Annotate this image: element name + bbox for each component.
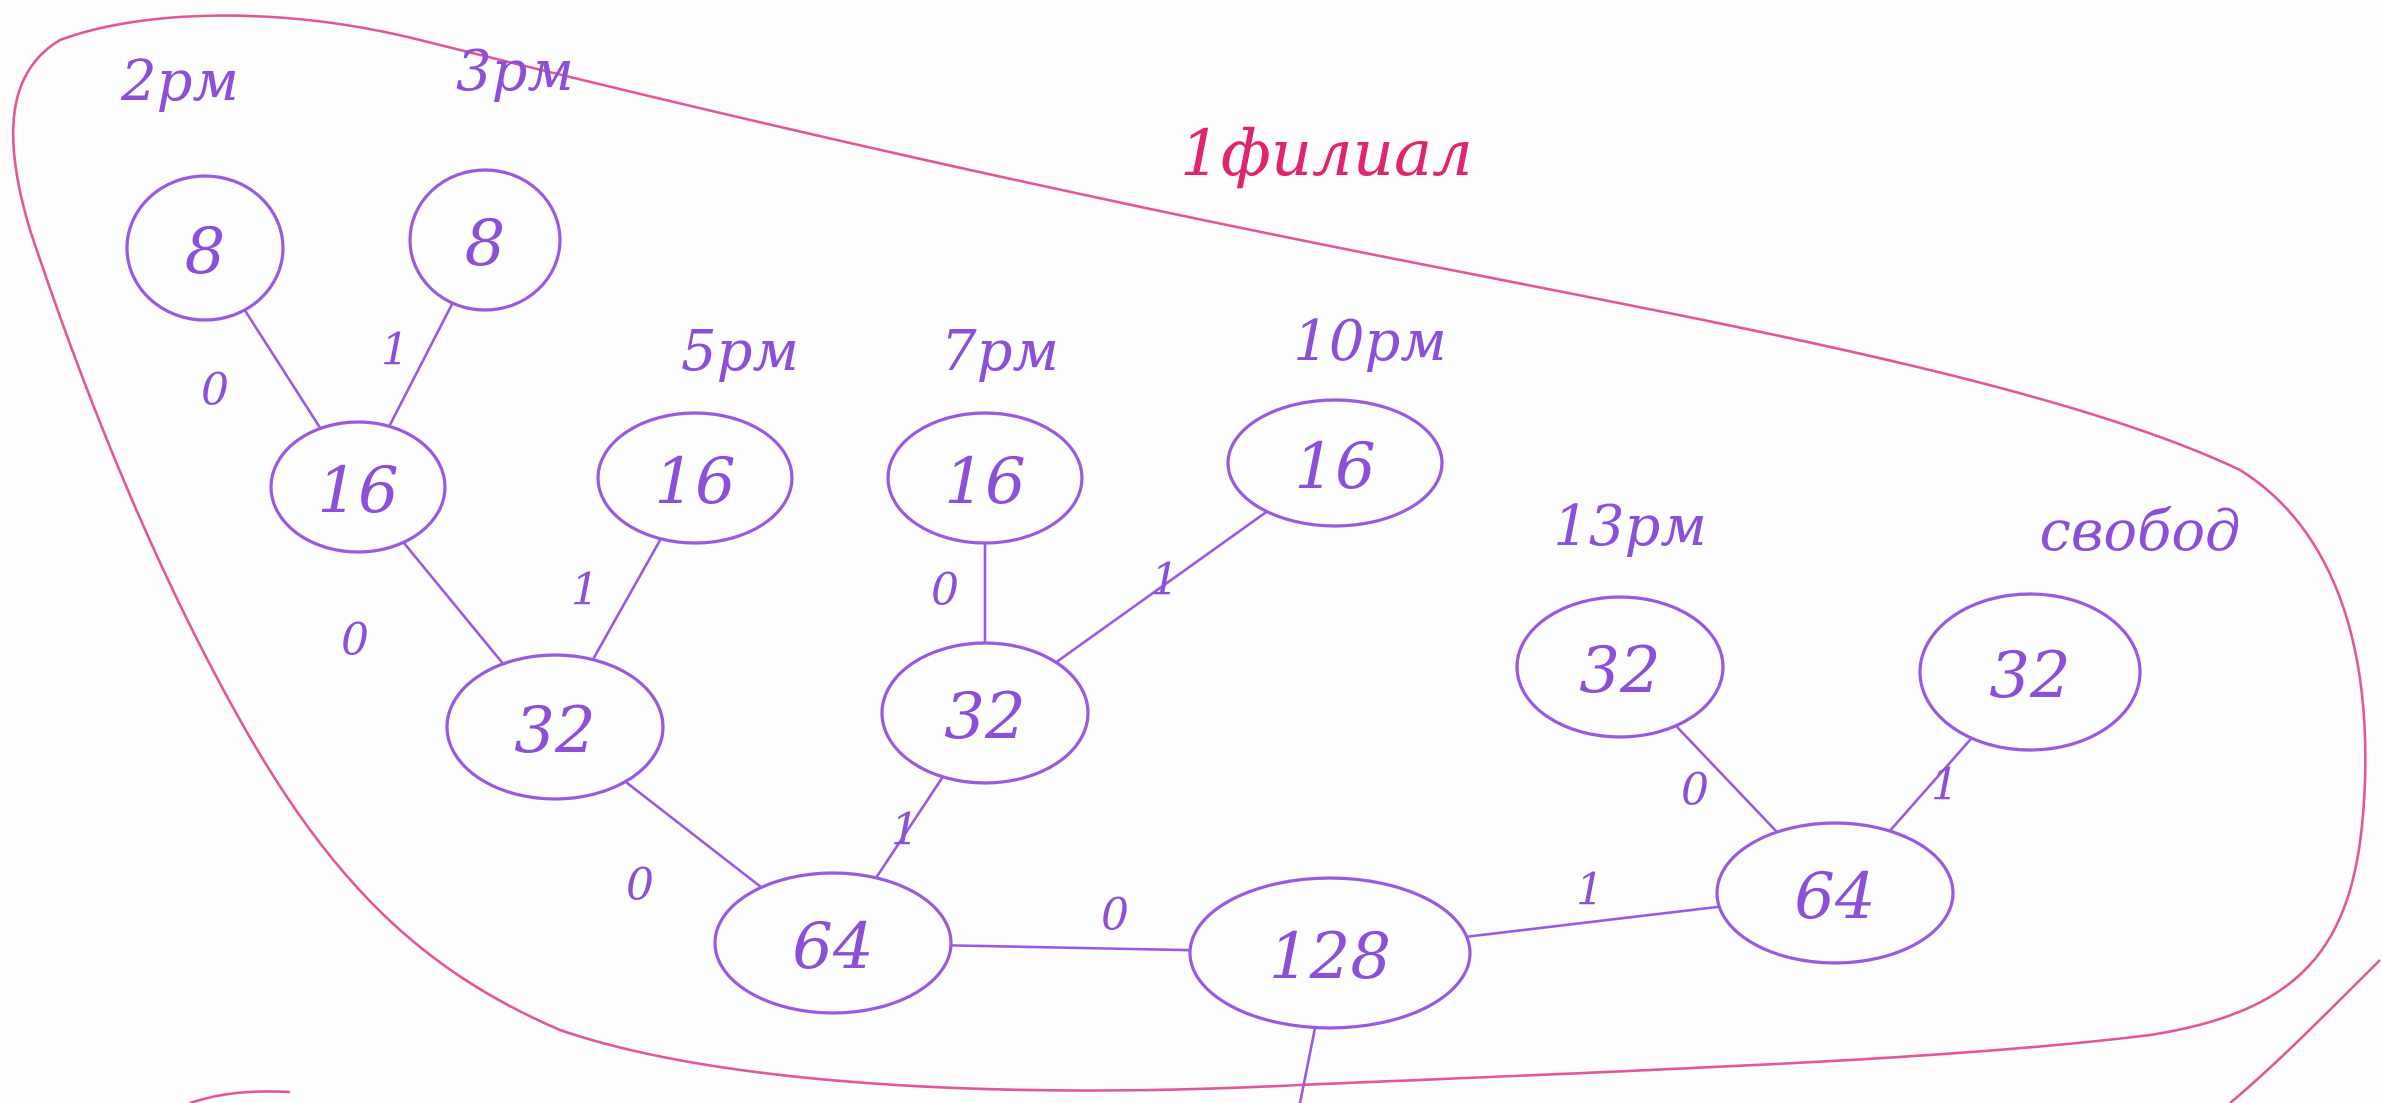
tree-node-n32b: 32 (880, 641, 1090, 785)
tree-node-n16b: 16 (596, 411, 794, 545)
node-value: 16 (1294, 430, 1375, 504)
tree-node-n8b: 8 (408, 168, 562, 312)
labels-layer: 2рм 3рм 5рм 7рм 10рм 13рм свобод (120, 39, 2240, 564)
node-circle (880, 641, 1090, 785)
node-label-n16c: 7рм (941, 319, 1059, 384)
nodes-layer: 8 8 16 16 16 16 32 32 32 32 64 64 128 (125, 168, 2142, 1030)
tree-node-n8a: 8 (125, 174, 285, 322)
node-label-n16d: 10рм (1293, 309, 1447, 374)
edge-n32d-n64b (1888, 736, 1973, 833)
edge-n32b-n64a (874, 775, 945, 880)
node-circle (1188, 876, 1472, 1030)
edge-n8a-n16a (243, 308, 322, 430)
edge-bit-label: 0 (626, 860, 654, 911)
node-value: 128 (1269, 920, 1391, 994)
node-value: 64 (1794, 860, 1875, 934)
tree-node-n16c: 16 (886, 411, 1084, 545)
node-circle (1515, 595, 1725, 739)
node-value: 16 (944, 445, 1025, 519)
node-circle (1715, 821, 1955, 965)
region-layer (11, 14, 2381, 1103)
tree-node-n16d: 16 (1226, 398, 1444, 528)
node-value: 32 (944, 680, 1025, 754)
edge-n32a-n64a (624, 780, 763, 889)
tree-node-n128: 128 (1188, 876, 1472, 1030)
edge-n16a-n32a (402, 541, 505, 666)
edge-n16b-n32a (591, 537, 663, 661)
edge-bit-label: 1 (1576, 865, 1604, 916)
edge-bit-label: 0 (1681, 765, 1709, 816)
edge-bit-label: 0 (341, 615, 369, 666)
node-value: 32 (1579, 634, 1660, 708)
edge-n64a-n128 (949, 944, 1192, 952)
tree-node-n16a: 16 (269, 420, 447, 554)
root-outgoing-edge (1298, 1026, 1317, 1103)
node-value: 64 (792, 910, 873, 984)
node-value: 16 (317, 454, 398, 528)
edge-bit-label: 0 (1101, 890, 1129, 941)
node-circle (1918, 592, 2142, 752)
edge-bit-label: 1 (891, 805, 919, 856)
node-value: 8 (465, 207, 506, 281)
edge-n16d-n32b (1054, 510, 1269, 664)
node-circle (596, 411, 794, 545)
branch-region-outline (11, 14, 2367, 1092)
node-label-n16b: 5рм (681, 319, 799, 384)
node-value: 8 (185, 215, 226, 289)
node-label-n8a: 2рм (120, 49, 239, 114)
node-value: 32 (1989, 639, 2070, 713)
edges-layer: 0 1 0 1 0 1 0 1 0 1 0 1 (201, 301, 1973, 1103)
edge-bit-label: 1 (1931, 760, 1959, 811)
node-label-n32d: свобод (2039, 499, 2240, 564)
edge-n32c-n64b (1674, 724, 1779, 834)
node-label-n8b: 3рм (456, 39, 574, 104)
node-circle (886, 411, 1084, 545)
node-circle (713, 871, 953, 1015)
tree-node-n32c: 32 (1515, 595, 1725, 739)
edge-n64b-n128 (1465, 905, 1721, 939)
tree-node-n32d: 32 (1918, 592, 2142, 752)
tree-node-n32a: 32 (445, 653, 665, 801)
edge-bit-label: 0 (201, 365, 229, 416)
edge-bit-label: 0 (931, 565, 959, 616)
edge-bit-label: 1 (381, 325, 409, 376)
node-circle (269, 420, 447, 554)
edge-bit-label: 1 (571, 565, 599, 616)
tree-node-n64b: 64 (1715, 821, 1955, 965)
node-circle (125, 174, 285, 322)
node-circle (408, 168, 562, 312)
left-bottom-arc (189, 1090, 291, 1103)
node-circle (445, 653, 665, 801)
outgoing-region-line (2229, 959, 2381, 1103)
edge-n8b-n16a (387, 301, 454, 428)
node-value: 32 (514, 694, 595, 768)
node-circle (1226, 398, 1444, 528)
tree-node-n64a: 64 (713, 871, 953, 1015)
edge-bit-label: 1 (1151, 555, 1179, 606)
node-value: 16 (654, 445, 735, 519)
diagram-title: 1филиал (1180, 117, 1473, 191)
node-label-n32c: 13рм (1553, 494, 1707, 559)
